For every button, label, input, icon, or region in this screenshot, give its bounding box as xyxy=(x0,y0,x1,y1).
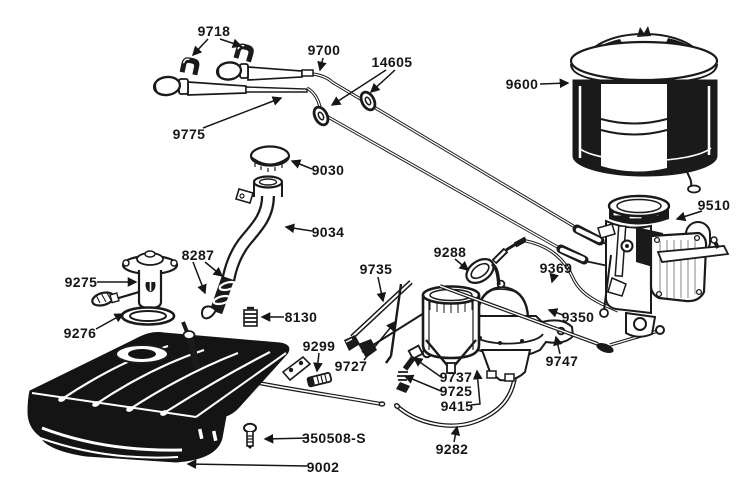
part-label-350508s: 350508-S xyxy=(302,430,366,446)
part-label-9002: 9002 xyxy=(306,459,340,475)
leader-lines xyxy=(95,38,703,470)
pump-inlet-fuel-line xyxy=(393,358,519,428)
fuel-filler-pipe xyxy=(200,175,284,320)
tank-mounting-bracket xyxy=(281,355,312,382)
part-label-9415: 9415 xyxy=(440,398,474,414)
tank-vent-tube xyxy=(181,321,201,369)
sender-gasket xyxy=(120,306,176,326)
part-label-9700: 9700 xyxy=(307,42,341,58)
part-label-8130: 8130 xyxy=(284,309,318,325)
part-label-9282: 9282 xyxy=(435,441,469,457)
accelerator-linkage xyxy=(344,280,441,364)
part-label-9725: 9725 xyxy=(439,383,473,399)
part-label-9775: 9775 xyxy=(172,126,206,142)
cable-clip-left xyxy=(179,57,200,76)
part-label-9737: 9737 xyxy=(439,369,473,385)
part-label-8287: 8287 xyxy=(181,247,215,263)
cable-grommet-lower xyxy=(312,105,330,127)
retainer-spring xyxy=(243,306,258,327)
part-label-9747: 9747 xyxy=(545,353,579,369)
throttle-rod xyxy=(439,284,665,354)
part-label-14605: 14605 xyxy=(371,54,413,70)
part-label-9288: 9288 xyxy=(433,244,467,260)
fuel-sender-unit xyxy=(91,250,179,310)
part-label-9735: 9735 xyxy=(359,261,393,277)
part-label-9350: 9350 xyxy=(561,309,595,325)
cable-grommet-upper xyxy=(359,90,377,112)
part-label-9718: 9718 xyxy=(197,23,231,39)
sediment-bowl xyxy=(421,285,481,374)
carburetor xyxy=(597,194,730,338)
flexible-line-loop xyxy=(465,236,528,286)
part-label-9275: 9275 xyxy=(64,274,98,290)
part-label-9299: 9299 xyxy=(302,338,336,354)
fuel-line-clip xyxy=(306,372,333,388)
throttle-knob xyxy=(152,75,308,97)
throttle-cable xyxy=(306,86,614,268)
part-label-9727: 9727 xyxy=(334,358,368,374)
fuel-tank xyxy=(27,332,290,463)
fuel-cap xyxy=(249,145,291,172)
part-label-9510: 9510 xyxy=(697,197,731,213)
part-label-9034: 9034 xyxy=(311,224,345,240)
choke-knob xyxy=(215,61,314,81)
part-label-9030: 9030 xyxy=(311,162,345,178)
air-cleaner xyxy=(569,26,719,194)
pump-to-carb-line xyxy=(525,239,619,313)
part-label-9276: 9276 xyxy=(63,325,97,341)
part-label-9600: 9600 xyxy=(505,76,539,92)
part-label-9369: 9369 xyxy=(539,260,573,276)
tank-bolt xyxy=(243,422,257,449)
